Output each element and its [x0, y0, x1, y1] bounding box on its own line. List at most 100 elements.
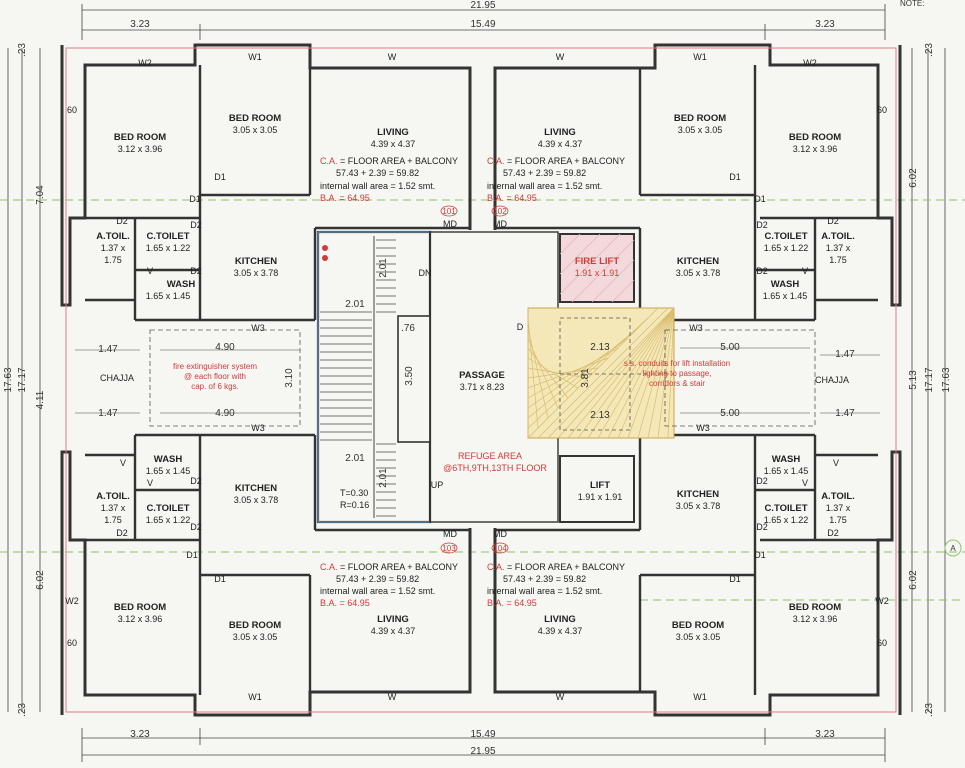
svg-text:60: 60 — [877, 638, 887, 648]
room-bed-tr: BED ROOM — [674, 113, 726, 124]
svg-text:D2: D2 — [116, 216, 128, 226]
svg-text:MD: MD — [493, 529, 507, 539]
dim-490: 4.90 — [215, 408, 235, 419]
outer-walls — [60, 43, 902, 717]
room-atoil-bl: A.TOIL. — [96, 491, 130, 502]
room-wash-tl: WASH — [167, 279, 196, 290]
svg-text:3.05 x 3.78: 3.05 x 3.78 — [676, 268, 721, 278]
svg-text:D2: D2 — [190, 522, 202, 532]
svg-text:1.75: 1.75 — [829, 515, 847, 525]
svg-text:4.39 x 4.37: 4.39 x 4.37 — [538, 139, 583, 149]
fire-lift-shaft — [559, 233, 635, 303]
duct-dims: 2.13 2.13 3.81 — [580, 342, 610, 421]
room-kitchen-br: KITCHEN — [677, 489, 719, 500]
svg-text:1.37 x: 1.37 x — [826, 243, 851, 253]
dim-147-left: 1.47 — [98, 408, 118, 419]
svg-text:W1: W1 — [693, 52, 707, 62]
refuge-label: REFUGE AREA @6TH,9TH,13TH FLOOR — [443, 451, 547, 473]
fire-extinguisher-note: fire extinguisher system @ each floor wi… — [173, 362, 257, 391]
svg-text:UP: UP — [431, 480, 444, 490]
svg-text:1.91 x 1.91: 1.91 x 1.91 — [578, 492, 623, 502]
svg-text:D2: D2 — [827, 216, 839, 226]
svg-text:V: V — [147, 266, 153, 276]
bottom-left-dim: 3.23 — [130, 729, 150, 740]
svg-text:W1: W1 — [248, 52, 262, 62]
svg-text:D2: D2 — [756, 220, 768, 230]
svg-text:MD: MD — [443, 529, 457, 539]
svg-text:V: V — [120, 458, 126, 468]
svg-text:3.05 x 3.05: 3.05 x 3.05 — [233, 125, 278, 135]
svg-text:2.13: 2.13 — [590, 410, 610, 421]
svg-text:W: W — [388, 692, 397, 702]
svg-text:s.s. conduits for lift install: s.s. conduits for lift installation — [624, 359, 730, 368]
svg-text:1.65 x 1.45: 1.65 x 1.45 — [146, 466, 191, 476]
svg-text:B.A. = 64.95: B.A. = 64.95 — [487, 193, 537, 203]
svg-text:D1: D1 — [754, 194, 766, 204]
room-atoil-tr: A.TOIL. — [821, 231, 855, 242]
svg-text:D2: D2 — [190, 266, 202, 276]
svg-text:D2: D2 — [190, 220, 202, 230]
svg-text:.76: .76 — [401, 323, 415, 334]
svg-text:D: D — [517, 322, 524, 332]
side-dims — [75, 347, 880, 414]
dim-310: 3.10 — [284, 368, 295, 388]
svg-text:2.01: 2.01 — [345, 453, 365, 464]
svg-text:3.12 x 3.96: 3.12 x 3.96 — [118, 614, 163, 624]
svg-text:1.75: 1.75 — [829, 255, 847, 265]
svg-text:C.A. = FLOOR AREA + BALCONY: C.A. = FLOOR AREA + BALCONY — [487, 156, 625, 166]
bottom-right-dim: 3.23 — [815, 729, 835, 740]
svg-text:1.37 x: 1.37 x — [101, 503, 126, 513]
svg-text:MD: MD — [493, 219, 507, 229]
svg-text:W: W — [556, 692, 565, 702]
room-living-tr: LIVING — [544, 127, 576, 138]
svg-text:W3: W3 — [251, 323, 265, 333]
svg-text:B.A. = 64.95: B.A. = 64.95 — [487, 598, 537, 608]
left-total2-dim: 17.17 — [17, 367, 28, 392]
svg-text:D1: D1 — [214, 172, 226, 182]
svg-text:D1: D1 — [729, 574, 741, 584]
svg-text:W1: W1 — [693, 692, 707, 702]
unit-number: 101 — [442, 207, 456, 216]
room-ctoilet-br: C.TOILET — [764, 503, 807, 514]
svg-text:V: V — [833, 458, 839, 468]
red-outline — [65, 47, 897, 713]
left-mid-dim: 4.11 — [35, 390, 46, 409]
service-note: s.s. conduits for lift installation ligh… — [624, 359, 730, 388]
svg-text:B.A. = 64.95: B.A. = 64.95 — [320, 598, 370, 608]
room-bed-big-bl: BED ROOM — [114, 602, 166, 613]
svg-text:D1: D1 — [214, 574, 226, 584]
svg-text:57.43 + 2.39 = 59.82: 57.43 + 2.39 = 59.82 — [503, 168, 586, 178]
svg-text:W2: W2 — [138, 58, 152, 68]
right-top-small-dim: .23 — [924, 43, 935, 57]
dim-147-left: 1.47 — [98, 344, 118, 355]
svg-text:4.39 x 4.37: 4.39 x 4.37 — [371, 626, 416, 636]
opening-labels: W1 W W W1 W2 W2 W1 W W W1 W2 W2 W3 W3 W3… — [65, 52, 889, 702]
svg-text:2.01: 2.01 — [378, 258, 389, 278]
svg-text:4.39 x 4.37: 4.39 x 4.37 — [538, 626, 583, 636]
svg-text:57.43 + 2.39 = 59.82: 57.43 + 2.39 = 59.82 — [336, 168, 419, 178]
area-note-tr: C.A. = FLOOR AREA + BALCONY 57.43 + 2.39… — [487, 156, 625, 203]
bottom-inner-dim: 15.49 — [470, 729, 495, 740]
svg-text:cap. of 6 kgs.: cap. of 6 kgs. — [191, 382, 239, 391]
unit-number: 103 — [442, 544, 456, 553]
top-left-dim: 3.23 — [130, 19, 150, 30]
svg-text:REFUGE AREA: REFUGE AREA — [458, 451, 522, 461]
svg-text:lighting to passage,: lighting to passage, — [643, 369, 712, 378]
stair-core — [316, 230, 432, 524]
svg-text:W3: W3 — [689, 323, 703, 333]
dim-500: 5.00 — [720, 342, 740, 353]
svg-text:D1: D1 — [186, 550, 198, 560]
svg-text:3.05 x 3.78: 3.05 x 3.78 — [676, 501, 721, 511]
unit-number: 102 — [493, 207, 507, 216]
svg-text:2.13: 2.13 — [590, 342, 610, 353]
svg-text:W: W — [388, 52, 397, 62]
svg-text:2.01: 2.01 — [378, 468, 389, 488]
svg-text:MD: MD — [443, 219, 457, 229]
svg-text:1.65 x 1.22: 1.65 x 1.22 — [764, 515, 809, 525]
area-note-br: C.A. = FLOOR AREA + BALCONY 57.43 + 2.39… — [487, 562, 625, 608]
svg-text:W1: W1 — [248, 692, 262, 702]
svg-text:2.01: 2.01 — [345, 299, 365, 310]
svg-text:fire extinguisher system: fire extinguisher system — [173, 362, 257, 371]
interior-walls — [85, 65, 878, 695]
svg-text:W3: W3 — [696, 423, 710, 433]
